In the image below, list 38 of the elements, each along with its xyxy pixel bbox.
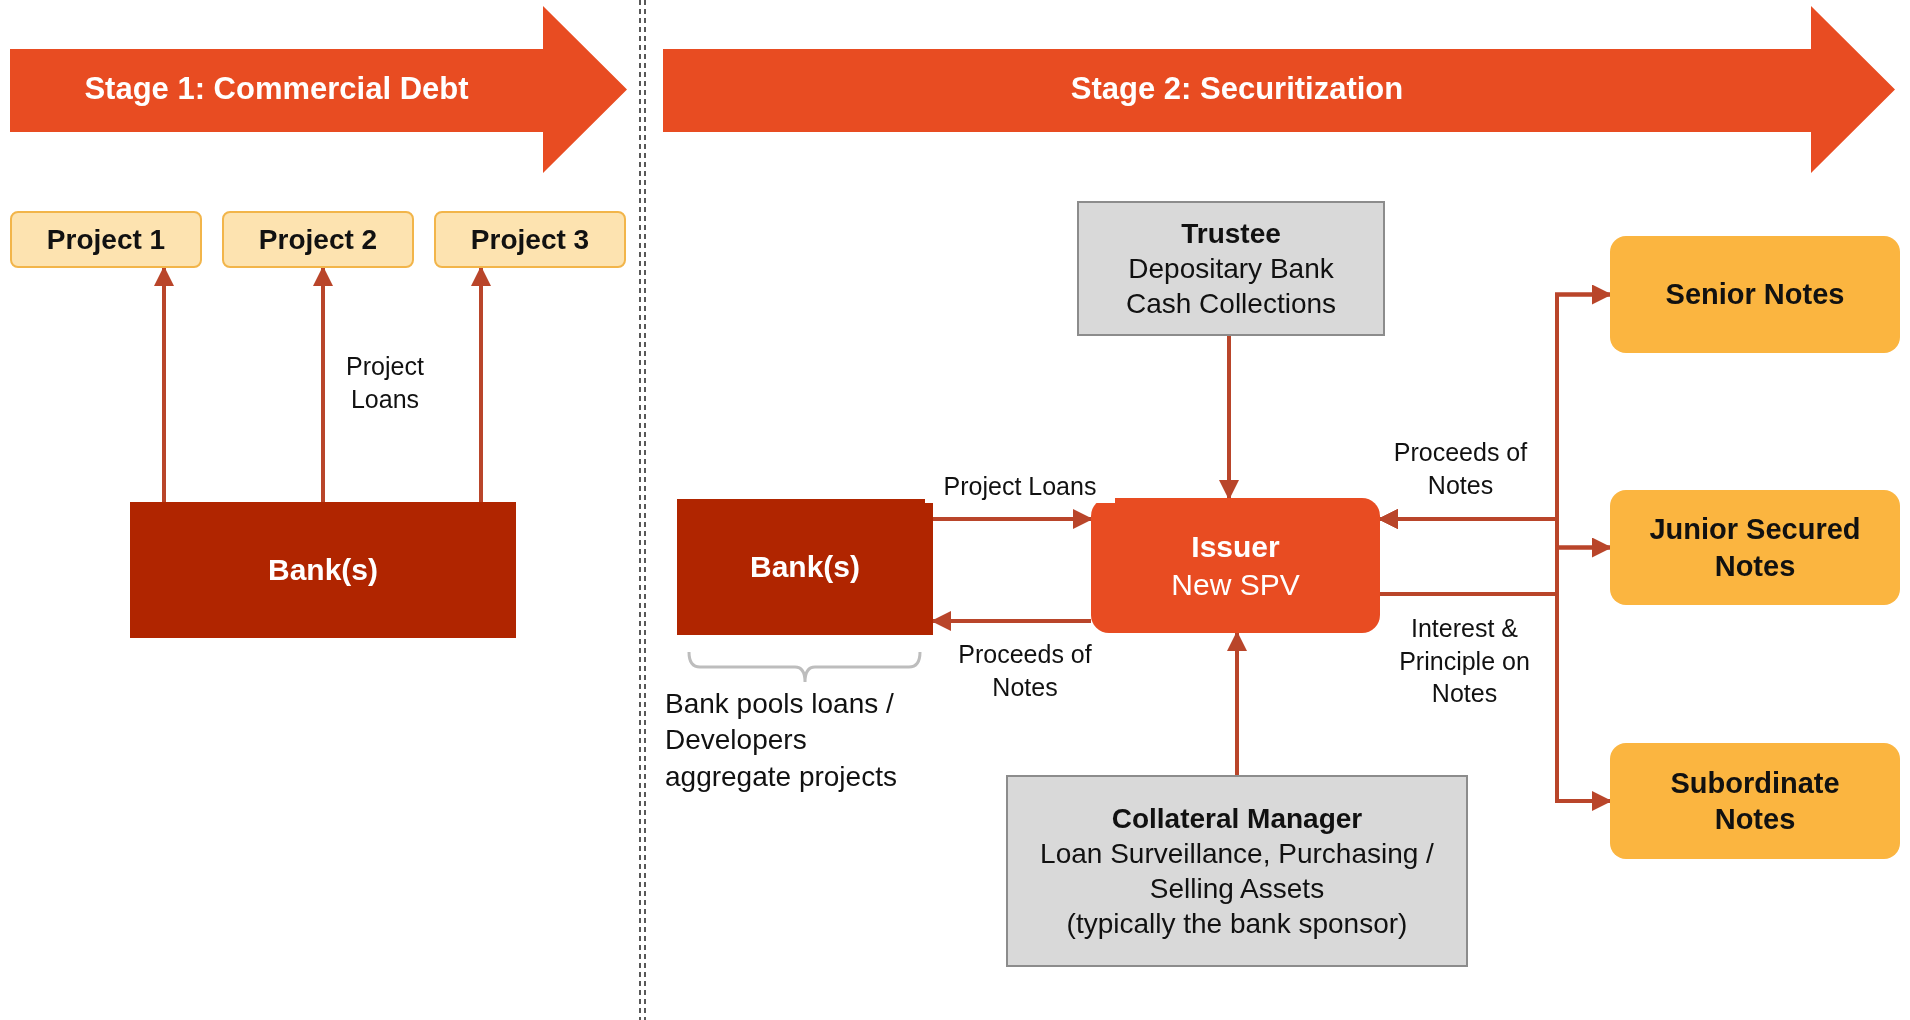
- arrow: [1219, 336, 1239, 500]
- project-box: [222, 211, 414, 268]
- box-title: Issuer: [1191, 529, 1280, 565]
- info-box: [1077, 201, 1385, 336]
- box-title: Collateral Manager: [1111, 802, 1363, 836]
- box-title: Subordinate Notes: [1669, 765, 1841, 837]
- notes-box: [1610, 743, 1900, 859]
- box-title: Project 1: [46, 223, 166, 257]
- box-text: Loan Surveillance, Purchasing / Selling Assets: [1039, 837, 1435, 906]
- project-box: [434, 211, 626, 268]
- box-title: Bank(s): [268, 552, 378, 589]
- bank-box: [130, 502, 516, 638]
- box-text: (typically the bank sponsor): [1066, 907, 1408, 941]
- notes-box: [1610, 236, 1900, 353]
- issuer-box: [1091, 498, 1380, 633]
- notes-box: [1610, 490, 1900, 605]
- stage-banner: [663, 6, 1895, 173]
- box-title: Bank(s): [750, 549, 860, 586]
- box-title: Junior Secured Notes: [1648, 512, 1862, 584]
- info-box: [1006, 775, 1468, 967]
- box-title: Stage 2: Securitization: [1070, 70, 1404, 109]
- box-title: Project 2: [258, 223, 378, 257]
- box-title: Project 3: [470, 223, 590, 257]
- stage-banner: [10, 6, 627, 173]
- arrow: [154, 266, 174, 502]
- project-box: [10, 211, 202, 268]
- arrow: [933, 509, 1093, 529]
- arrow: [471, 266, 491, 502]
- arrow: [313, 266, 333, 502]
- box-text: Cash Collections: [1125, 287, 1337, 321]
- note-text: Bank pools loans / Developers aggregate projects: [665, 687, 898, 794]
- box-title: Stage 1: Commercial Debt: [84, 70, 469, 109]
- box-text: New SPV: [1171, 566, 1300, 603]
- box-title: Senior Notes: [1664, 277, 1846, 313]
- box-title: Trustee: [1181, 217, 1281, 251]
- box-text: Depositary Bank: [1128, 252, 1334, 286]
- bank-box: [677, 499, 933, 635]
- arrow: [1227, 631, 1247, 775]
